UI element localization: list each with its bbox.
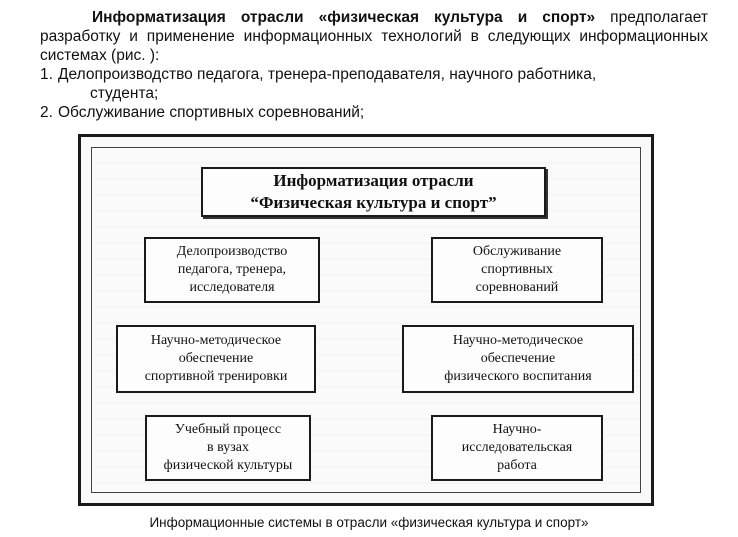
intro-text: Информатизация отрасли «физическая культ…: [40, 8, 708, 122]
diagram-box-line: Научно-методическое: [150, 333, 282, 348]
diagram-box-line: спортивных: [481, 262, 553, 277]
diagram-box-physical-education: Научно-методическое обеспечение физическ…: [402, 325, 634, 393]
diagram-title-line: Информатизация отрасли: [273, 171, 474, 190]
diagram-box-line: Делопроизводство: [176, 244, 288, 259]
diagram-box-line: в вузах: [207, 440, 249, 455]
figure-caption: Информационные системы в отрасли «физиче…: [149, 515, 589, 530]
intro-rest: предполагает разработку и применение инф…: [40, 9, 708, 64]
list-number: 1.: [40, 66, 53, 83]
diagram-title-line: “Физическая культура и спорт”: [250, 193, 497, 212]
diagram-box-line: исследователя: [189, 280, 275, 295]
diagram-box-line: Научно-: [492, 422, 542, 437]
list-text: Обслуживание спортивных соревнований;: [58, 104, 365, 121]
diagram-box-research: Научно- исследовательская работа: [431, 415, 603, 481]
diagram-box-line: обеспечение: [178, 351, 254, 366]
list-text: Делопроизводство педагога, тренера-препо…: [58, 65, 708, 103]
intro-lead: Информатизация отрасли «физическая культ…: [92, 9, 596, 26]
diagram-box-line: обеспечение: [480, 351, 556, 366]
list-line: Делопроизводство педагога, тренера-препо…: [58, 66, 597, 83]
diagram-box-line: соревнований: [475, 280, 559, 295]
diagram-box-competitions: Обслуживание спортивных соревнований: [431, 237, 603, 303]
diagram-box-line: Учебный процесс: [174, 422, 282, 437]
diagram-box-line: работа: [497, 458, 537, 473]
diagram-box-line: педагога, тренера,: [177, 262, 287, 277]
diagram-box-text: Обслуживание спортивных соревнований: [473, 243, 561, 297]
diagram-title-box: Информатизация отрасли “Физическая культ…: [201, 167, 546, 217]
diagram-box-text: Научно- исследовательская работа: [462, 421, 573, 475]
diagram-title: Информатизация отрасли “Физическая культ…: [250, 170, 496, 214]
diagram-box-line: исследовательская: [461, 440, 573, 455]
list-item-1: 1. Делопроизводство педагога, тренера-пр…: [40, 65, 708, 103]
intro-paragraph: Информатизация отрасли «физическая культ…: [40, 8, 708, 65]
diagram-box-text: Учебный процесс в вузах физической культ…: [164, 421, 293, 475]
figure-frame: Информатизация отрасли “Физическая культ…: [78, 134, 654, 506]
diagram-box-line: спортивной тренировки: [144, 369, 288, 384]
list-line-continued: студента;: [90, 85, 159, 102]
diagram-box-line: физического воспитания: [444, 369, 592, 384]
diagram-box-line: Обслуживание: [472, 244, 562, 259]
list-number: 2.: [40, 104, 53, 121]
diagram-box-text: Научно-методическое обеспечение физическ…: [444, 332, 591, 386]
diagram-box-line: физической культуры: [163, 458, 293, 473]
list-item-2: 2. Обслуживание спортивных соревнований;: [40, 103, 708, 122]
diagram-box-training: Научно-методическое обеспечение спортивн…: [116, 325, 316, 393]
diagram-box-text: Делопроизводство педагога, тренера, иссл…: [177, 243, 288, 297]
diagram-box-records: Делопроизводство педагога, тренера, иссл…: [144, 237, 320, 303]
diagram-box-education: Учебный процесс в вузах физической культ…: [145, 415, 311, 481]
diagram-box-line: Научно-методическое: [452, 333, 584, 348]
diagram-box-text: Научно-методическое обеспечение спортивн…: [145, 332, 288, 386]
